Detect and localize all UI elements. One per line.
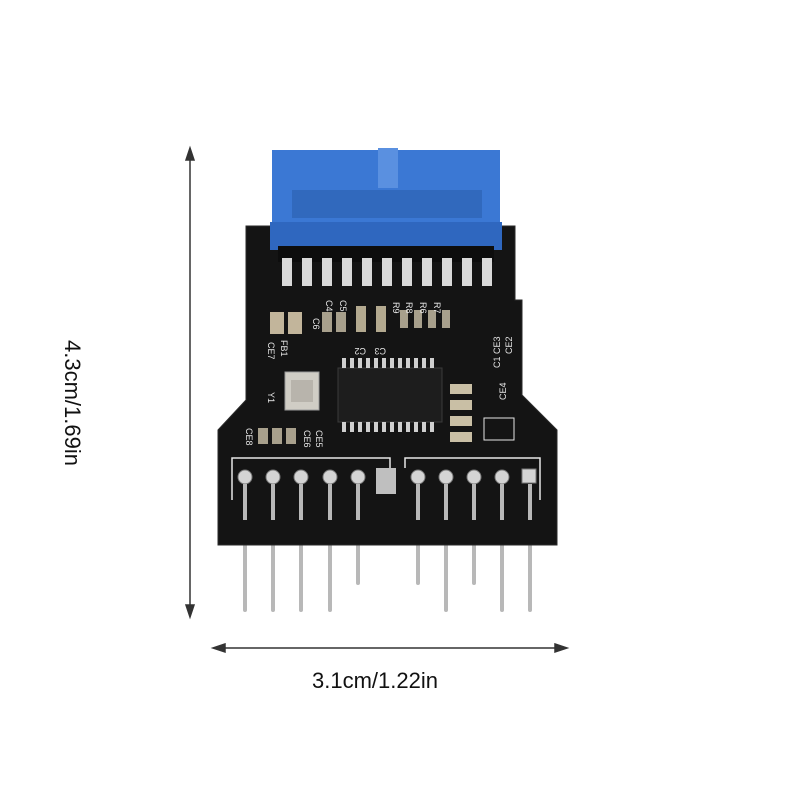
smd-components [258,306,515,494]
main-ic-chip [337,358,443,432]
label-ce8: CE8 [244,428,254,446]
silkscreen-labels: C6 C4 C5 R9 R8 R6 R7 CE7 FB1 C2 C3 C1 CE… [244,300,514,448]
label-r7: R7 [432,302,442,314]
header-pins [243,538,532,612]
usb3-header-connector [270,148,502,262]
label-r9: R9 [391,302,401,314]
label-fb1: FB1 [279,340,289,357]
height-dimension-label: 4.3cm/1.69in [60,340,86,466]
label-ce4: CE4 [498,382,508,400]
height-dimension-line [184,145,196,620]
label-c4: C4 [324,300,334,312]
width-dimension-line [210,642,570,654]
connector-solder-pads [282,258,492,286]
label-c2: C2 [354,346,366,356]
label-c5: C5 [338,300,348,312]
label-ce6: CE6 [302,430,312,448]
pin-shafts [243,484,532,520]
label-ce5: CE5 [314,430,324,448]
width-dimension-label: 3.1cm/1.22in [312,668,438,693]
label-y1: Y1 [266,392,276,403]
label-ce3: CE3 [492,336,502,354]
label-r8: R8 [404,302,414,314]
label-ce7: CE7 [266,342,276,360]
label-c1: C1 [492,356,502,368]
label-ce2: CE2 [504,336,514,354]
crystal-top [291,380,313,402]
label-c3: C3 [374,346,386,356]
label-c6: C6 [311,318,321,330]
silkscreen-outline [231,457,541,500]
header-pin-pads [237,468,537,485]
label-r6: R6 [418,302,428,314]
